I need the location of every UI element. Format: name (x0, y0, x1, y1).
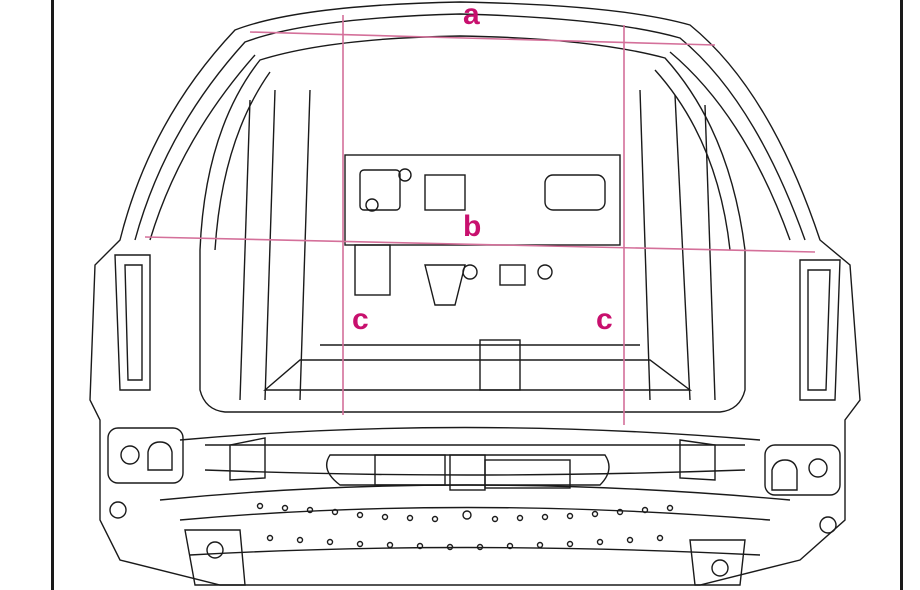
outer-body-outline (89, 1, 861, 586)
hole-row-upper (256, 502, 674, 523)
frame-border-left (51, 0, 54, 590)
dimension-lines (144, 15, 816, 425)
dimension-label-c-left: c (352, 303, 369, 336)
dimension-line-b (144, 236, 816, 253)
frame-border-right (900, 0, 903, 590)
tailgate-opening (199, 35, 746, 413)
dimension-line-a (249, 31, 716, 46)
dimension-label-a: a (463, 0, 480, 31)
dimension-label-b: b (463, 210, 482, 243)
dimension-label-c-right: c (596, 303, 613, 336)
hole-row-lower (266, 534, 664, 551)
